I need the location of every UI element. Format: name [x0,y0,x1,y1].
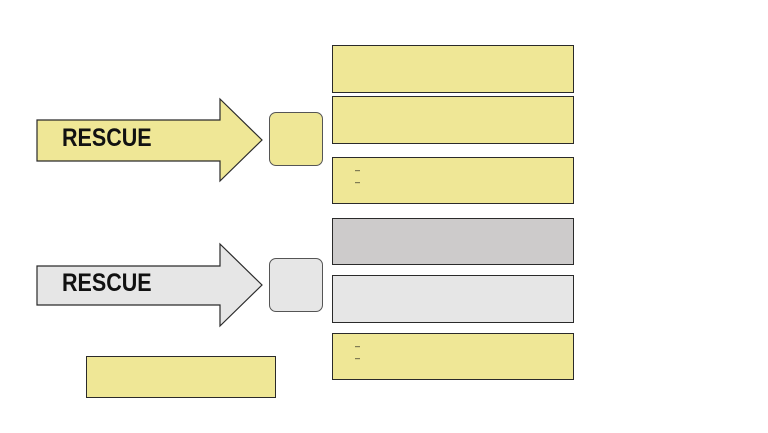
connector-node-gray [269,258,323,312]
rescue-arrow-gray-label: RESCUE [62,269,152,297]
panel-4 [332,218,574,265]
panel-6-marks: – – [355,342,360,363]
panel-1 [332,45,574,93]
panel-5 [332,275,574,323]
panel-3-marks: – – [355,166,360,187]
panel-2 [332,96,574,144]
panel-6-mark-1: – [355,341,361,351]
panel-3-mark-2: – [355,177,361,187]
rescue-arrow-yellow-shape [36,97,263,183]
rescue-arrow-gray-shape [36,242,263,328]
panel-3: – – [332,157,574,204]
rescue-arrow-yellow-label: RESCUE [62,124,152,152]
panel-3-mark-1: – [355,165,361,175]
panel-6-mark-2: – [355,353,361,363]
legend-box [86,356,276,398]
connector-node-yellow [269,112,323,166]
panel-6: – – [332,333,574,380]
